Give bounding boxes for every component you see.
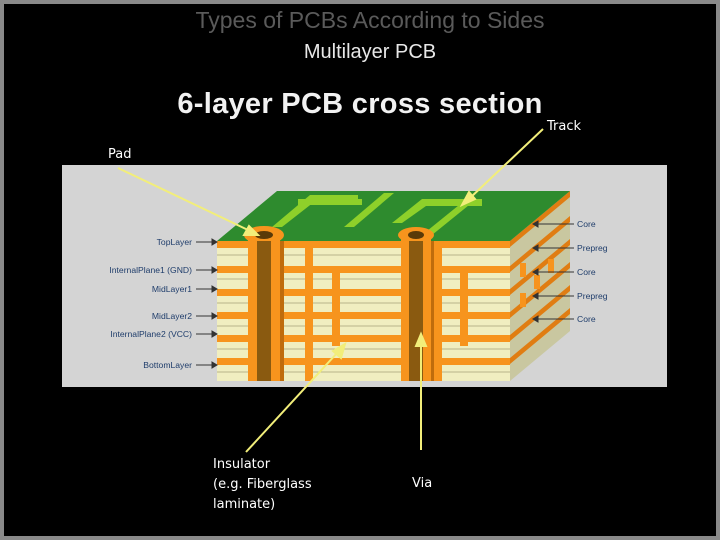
insulator-label-line-1: Insulator xyxy=(213,457,271,472)
pcb-cross-section-diagram: TopLayer InternalPlane1 (GND) MidLayer1 … xyxy=(62,165,667,387)
insulator-label: Insulator (e.g. Fiberglass laminate) xyxy=(213,455,312,515)
left-layer-labels: TopLayer InternalPlane1 (GND) MidLayer1 … xyxy=(109,237,192,370)
front-copper-layers xyxy=(217,241,510,365)
hole-shadows xyxy=(280,241,434,381)
pad-label: Pad xyxy=(108,147,132,162)
right-layer-labels: Core Prepreg Core Prepreg Core xyxy=(577,219,608,324)
right-label-arrows xyxy=(532,220,574,323)
slide-subtitle: Multilayer PCB xyxy=(303,41,437,63)
label-prepreg-1: Prepreg xyxy=(577,243,608,253)
side-slots xyxy=(520,259,554,307)
label-core-1: Core xyxy=(577,219,596,229)
pad-barrel xyxy=(244,226,284,381)
hole-connections xyxy=(305,241,468,381)
label-internal-plane-1: InternalPlane1 (GND) xyxy=(109,265,192,275)
label-core-2: Core xyxy=(577,267,596,277)
diagram-heading: 6-layer PCB cross section xyxy=(177,88,543,120)
via-label: Via xyxy=(412,476,433,491)
top-tracks xyxy=(272,193,482,235)
label-mid-layer-1: MidLayer1 xyxy=(152,284,192,294)
label-prepreg-2: Prepreg xyxy=(577,291,608,301)
insulator-label-line-3: laminate) xyxy=(213,497,276,512)
label-top-layer: TopLayer xyxy=(157,237,192,247)
via-barrel xyxy=(398,227,434,381)
insulator-label-line-2: (e.g. Fiberglass xyxy=(213,477,312,492)
label-core-3: Core xyxy=(577,314,596,324)
label-mid-layer-2: MidLayer2 xyxy=(152,311,192,321)
slide-title: Types of PCBs According to Sides xyxy=(195,7,545,33)
label-internal-plane-2: InternalPlane2 (VCC) xyxy=(110,329,192,339)
track-label: Track xyxy=(547,119,582,134)
left-label-arrows xyxy=(196,238,218,369)
label-bottom-layer: BottomLayer xyxy=(143,360,192,370)
